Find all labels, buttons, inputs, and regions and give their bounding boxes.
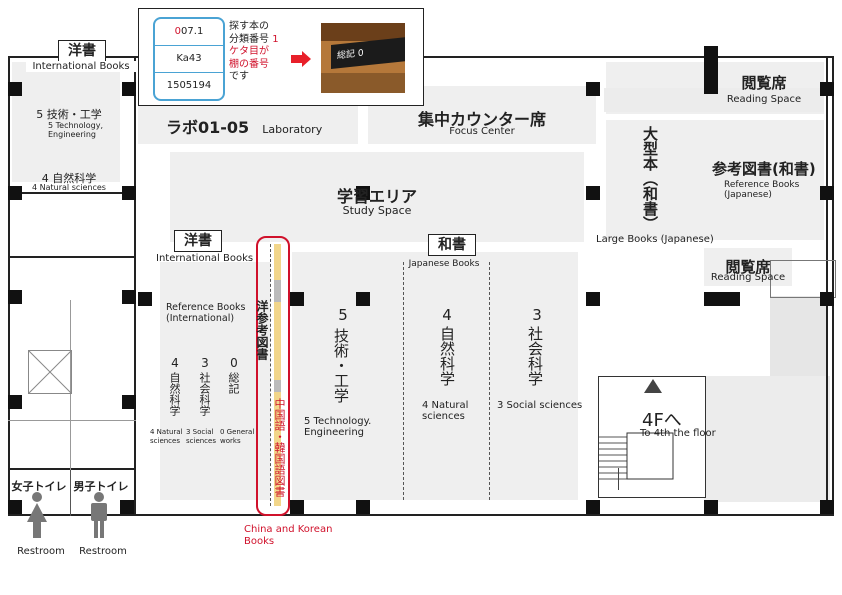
men-restroom-en: Restroom: [79, 546, 127, 557]
call-number-first-digit: 0: [174, 26, 182, 37]
nat-label-ja: 4 自然科学: [41, 172, 97, 185]
intl-books-label: International Books: [26, 61, 136, 72]
lab-label-ja: ラボ01-05: [166, 118, 250, 137]
call-number-id: 1505194: [166, 80, 212, 91]
reference-jp-ja: 参考図書(和書): [712, 160, 816, 178]
small0-label-ja: 総記: [227, 372, 240, 394]
zone-laboratory: [138, 104, 358, 144]
small3-number: 3: [201, 356, 209, 370]
intl-books-tag: 洋書: [58, 40, 106, 62]
zone-sec3: [490, 252, 578, 500]
legend-text: 探す本の 分類番号 1 ケタ目が 棚の番号 です: [229, 21, 279, 82]
call-number-rest: 07.1: [181, 26, 204, 37]
zone-reference-jp: [606, 120, 824, 240]
call-number-label: 007.1 Ka43 1505194: [153, 17, 225, 101]
call-number-legend: 007.1 Ka43 1505194 探す本の 分類番号 1 ケタ目が 棚の番号…: [138, 8, 424, 106]
chinese-korean-shelf-highlight: [256, 236, 290, 516]
nat-label-en: 4 Natural sciences: [32, 183, 106, 192]
men-restroom-label: 男子トイレ: [73, 480, 129, 493]
ref-intl-label: Reference Books (International): [166, 302, 246, 324]
floor-up-label-en: To 4th the floor: [640, 428, 716, 439]
yellow-shelf: [274, 244, 281, 506]
elevator: [28, 350, 72, 394]
jp-books-tag: 和書: [428, 234, 476, 256]
small4-number: 4: [171, 356, 179, 370]
large-books-en: Large Books (Japanese): [596, 234, 714, 245]
arrow-right-icon: [291, 51, 311, 71]
sec5-label-ja: 技術・工学: [332, 328, 350, 403]
chinese-korean-label-en: China and Korean Books: [244, 524, 333, 547]
study-label-en: Study Space: [342, 204, 412, 217]
sec4-number: 4: [442, 306, 452, 324]
small3-label-en: 3 Social sciences: [186, 428, 216, 445]
sec5-number: 5: [338, 306, 348, 324]
chinese-korean-label-ja: 中国語・韓国語図書: [273, 398, 286, 497]
tech-label-en: 5 Technology, Engineering: [48, 121, 103, 139]
reference-jp-en: Reference Books (Japanese): [724, 180, 800, 200]
sec3-number: 3: [532, 306, 542, 324]
sec4-label-ja: 自然科学: [438, 326, 456, 386]
zone-sec5: [292, 252, 404, 500]
small3-label-ja: 社会科学: [198, 372, 211, 416]
call-number-author: Ka43: [155, 46, 223, 73]
shelf-sign-text: 総記 0: [331, 37, 405, 69]
focus-label-ja: 集中カウンター席: [417, 110, 546, 129]
small4-label-ja: 自然科学: [168, 372, 181, 416]
women-restroom-en: Restroom: [17, 546, 65, 557]
reading-label-ja: 閲覧席: [741, 74, 787, 92]
up-arrow-icon: [644, 378, 662, 397]
zone-intl-ref: [160, 262, 270, 500]
reading-label-en: Reading Space: [726, 94, 802, 105]
zone-intl-books-left: [12, 62, 120, 182]
women-restroom-icon: [26, 492, 48, 542]
small0-label-en: 0 General works: [220, 428, 255, 445]
yo-sanko-label: 洋参考図書: [255, 300, 269, 360]
zone-right-lower: [704, 376, 830, 502]
sec5-label-en: 5 Technology. Engineering: [304, 416, 372, 438]
sec3-label-en: 3 Social sciences: [497, 400, 583, 411]
large-books-ja: 大型本（和書）: [641, 126, 659, 231]
shelf-sign-photo: 総記 0: [321, 23, 405, 93]
intl-books-label-2: International Books: [156, 253, 254, 264]
floor-up-label: 4Fへ: [642, 410, 682, 431]
lab-label-en: Laboratory: [262, 123, 323, 136]
sec4-label-en: 4 Natural sciences: [422, 400, 469, 422]
study-label-ja: 学習エリア: [336, 187, 417, 206]
left-wing: [8, 56, 136, 516]
stairs: [598, 376, 706, 498]
women-restroom-label: 女子トイレ: [11, 480, 67, 493]
small4-label-en: 4 Natural sciences: [150, 428, 183, 445]
sec3-label-ja: 社会科学: [526, 326, 544, 386]
men-restroom-icon: [88, 492, 110, 542]
focus-label-en: Focus Center: [449, 126, 515, 137]
tech-label-ja: 5 技術・工学: [36, 108, 102, 121]
small0-number: 0: [230, 356, 238, 370]
jp-books-label: Japanese Books: [408, 259, 480, 269]
reading2-label-en: Reading Space: [710, 272, 786, 283]
intl-books-tag-2: 洋書: [174, 230, 222, 252]
zone-study-space: [170, 152, 584, 242]
zone-sec4: [404, 252, 490, 500]
reading2-label-ja: 閲覧席: [725, 258, 771, 276]
zone-reading-mid: [704, 248, 792, 286]
